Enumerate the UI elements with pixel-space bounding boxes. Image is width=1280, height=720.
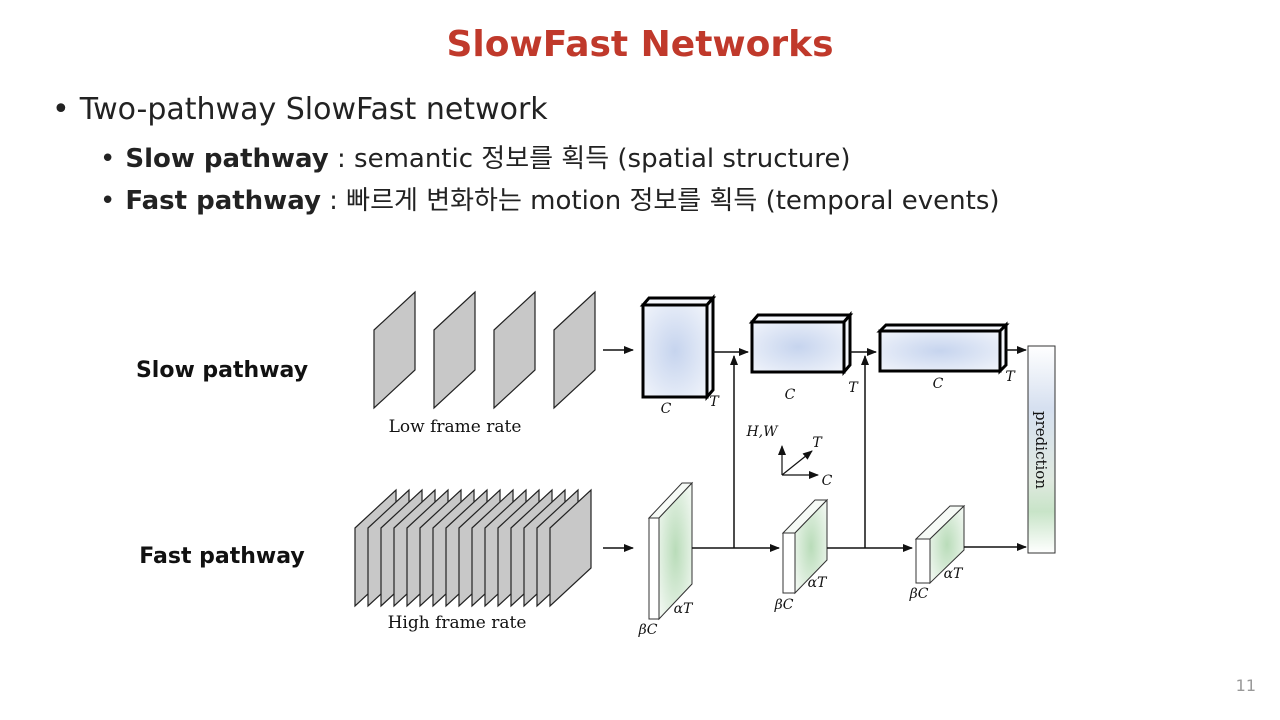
fast-pathway-label: Fast pathway <box>139 544 304 569</box>
fast-block-3 <box>914 504 966 585</box>
bullet-dot: • <box>52 92 70 127</box>
bullet-main: • Two-pathway SlowFast network <box>52 92 548 127</box>
bullet-fast: • Fast pathway : 빠르게 변화하는 motion 정보를 획득 (… <box>100 180 1000 217</box>
fast-block-1-alpha-t: αT <box>674 601 694 617</box>
slow-frame <box>493 290 536 410</box>
slow-frame <box>553 290 596 410</box>
bullet-slow: • Slow pathway : semantic 정보를 획득 (spatial… <box>100 138 851 175</box>
bullet-dot: • <box>100 144 116 174</box>
bullet-fast-bold: Fast pathway <box>125 186 321 216</box>
slow-block-3-t: T <box>1005 369 1016 385</box>
slow-block-3-c: C <box>933 376 944 392</box>
fast-block-1-beta-c: βC <box>638 622 658 638</box>
slow-block-2 <box>748 310 854 377</box>
fast-block-2 <box>781 498 829 595</box>
slide-title: SlowFast Networks <box>446 24 834 65</box>
fast-block-2-alpha-t: αT <box>808 575 828 591</box>
axis-indicator <box>778 445 819 479</box>
prediction-label: prediction <box>1032 411 1050 489</box>
bullet-slow-bold: Slow pathway <box>125 144 329 174</box>
fast-block-3-alpha-t: αT <box>944 566 964 582</box>
slow-block-1-t: T <box>709 394 720 410</box>
axis-hw-label: H,W <box>745 424 779 440</box>
slow-block-1 <box>639 293 717 402</box>
fast-block-1 <box>647 481 694 621</box>
axis-c-label: C <box>822 473 833 489</box>
fast-frame <box>549 488 592 608</box>
prediction-bar <box>1027 345 1056 554</box>
bullet-slow-text: : semantic 정보를 획득 (spatial structure) <box>328 144 851 174</box>
fast-block-2-beta-c: βC <box>774 597 794 613</box>
fast-block-3-beta-c: βC <box>909 586 929 602</box>
slow-frame <box>373 290 416 410</box>
slow-block-2-t: T <box>848 380 859 396</box>
axis-t-label: T <box>812 435 823 451</box>
slow-frame <box>433 290 476 410</box>
page-number: 11 <box>1235 676 1256 695</box>
high-frame-rate-label: High frame rate <box>388 613 527 633</box>
slow-pathway-label: Slow pathway <box>136 358 308 383</box>
low-frame-rate-label: Low frame rate <box>389 417 522 437</box>
slow-block-3 <box>876 321 1010 375</box>
bullet-dot: • <box>100 186 116 216</box>
bullet-fast-text: : 빠르게 변화하는 motion 정보를 획득 (temporal event… <box>320 186 1000 216</box>
slow-block-1-c: C <box>661 401 672 417</box>
fast-frames <box>354 488 592 608</box>
slow-frames <box>373 290 596 410</box>
slow-block-2-c: C <box>785 387 796 403</box>
bullet-main-text: Two-pathway SlowFast network <box>79 92 548 127</box>
